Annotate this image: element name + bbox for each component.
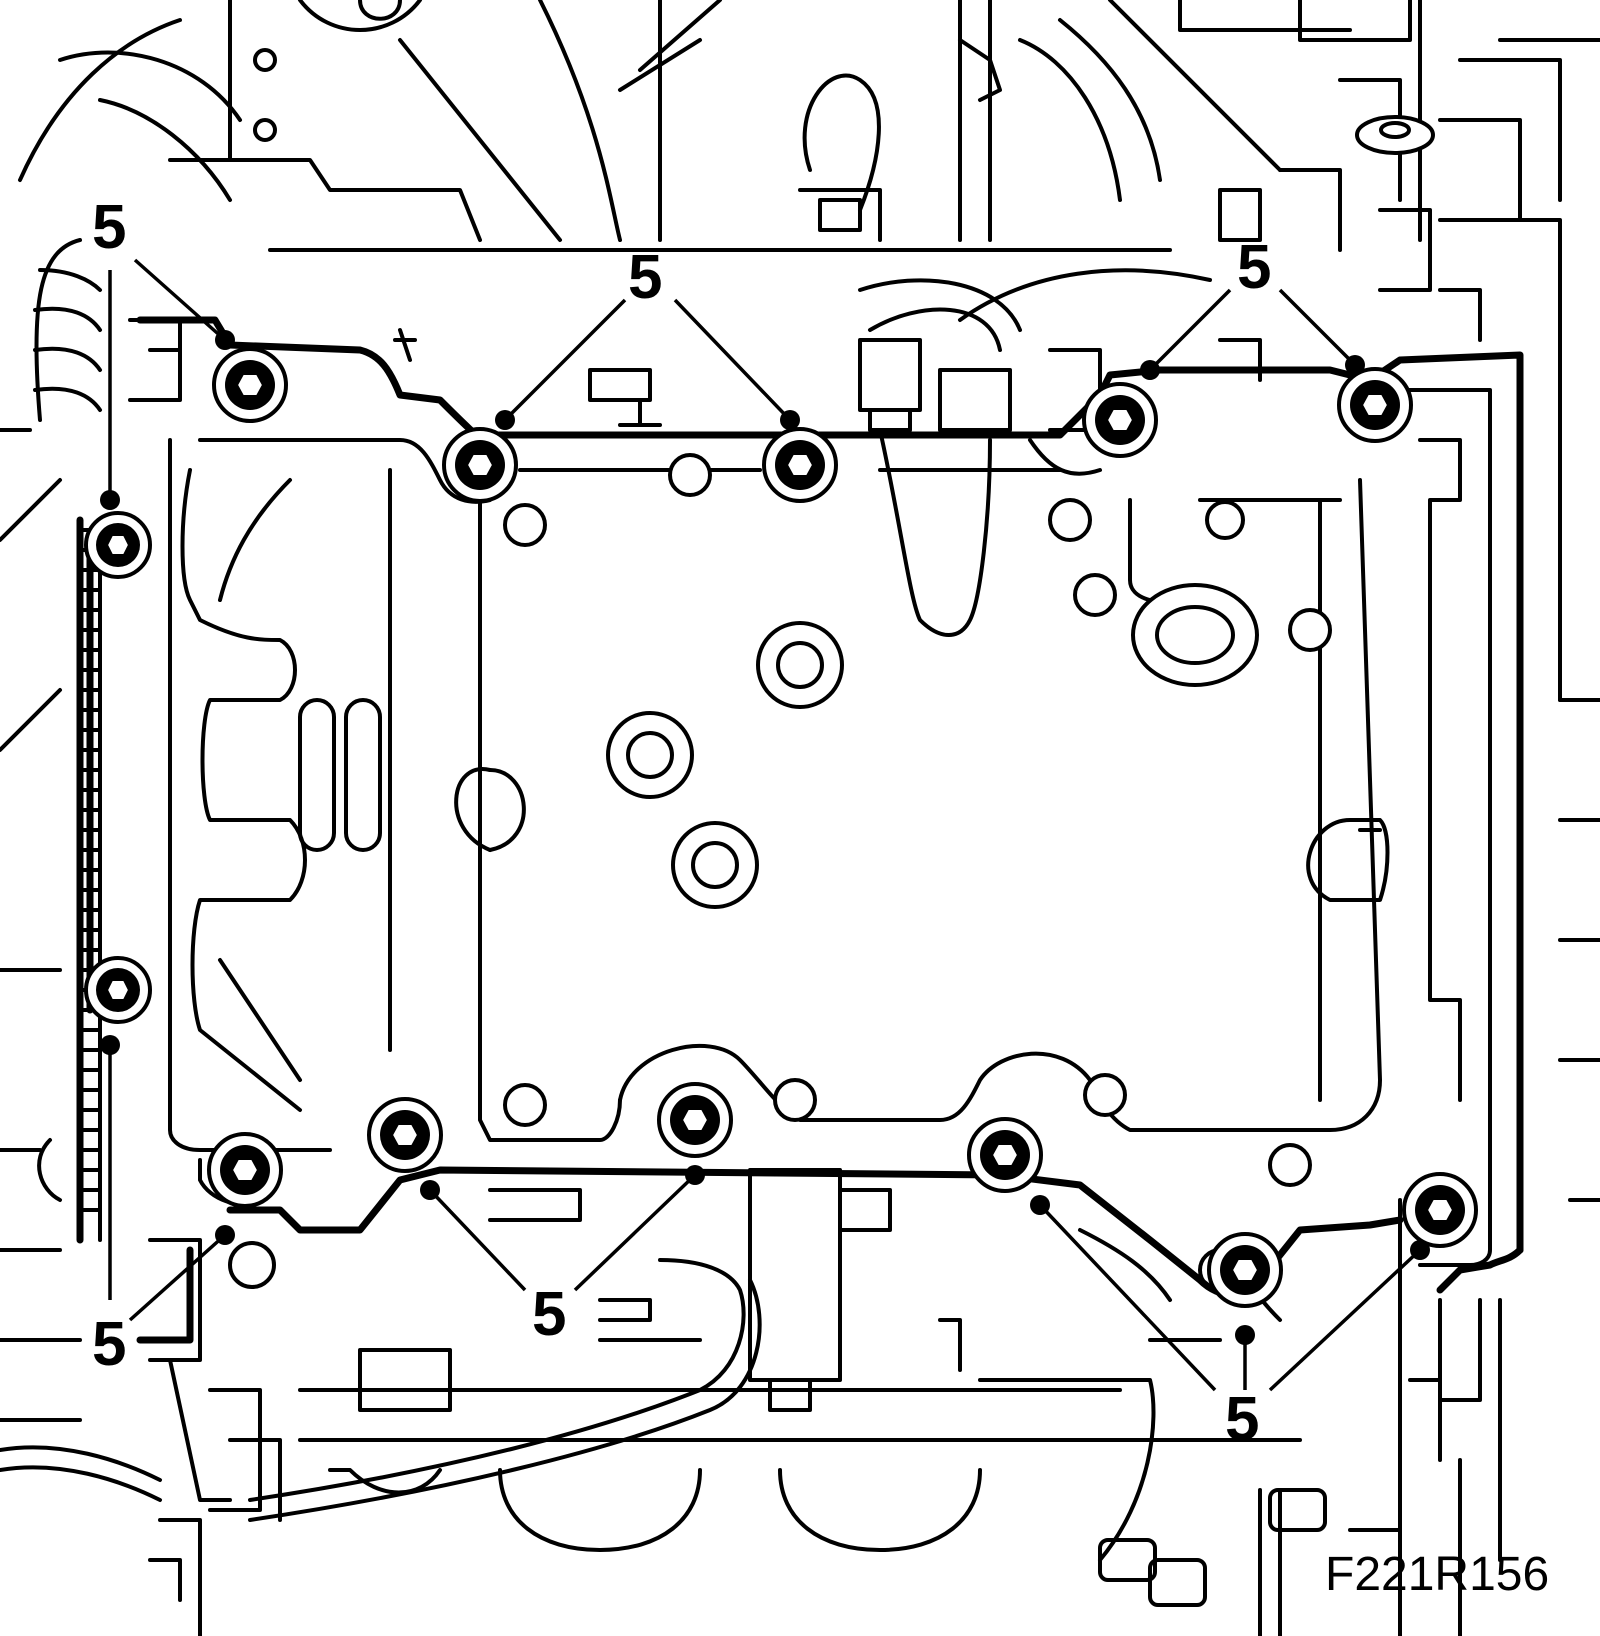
callout-leaders: [100, 258, 1430, 1392]
bolt-top-right: [1337, 367, 1413, 443]
callout-bottom-left: 5: [92, 1310, 126, 1379]
callout-bottom-center: 5: [532, 1280, 566, 1349]
callout-top-center: 5: [628, 243, 662, 312]
bolt-top-2: [442, 427, 518, 503]
bolt-bottom-4: [967, 1117, 1043, 1193]
lower-components: [0, 1168, 1502, 1636]
flywheel-ring-gear: [0, 238, 102, 1422]
bolt-bottom-5: [1207, 1232, 1283, 1308]
bolt-bottom-1: [207, 1132, 283, 1208]
bolt-left-lower: [84, 956, 152, 1024]
callout-bottom-right: 5: [1225, 1385, 1259, 1454]
bolt-top-4: [1082, 382, 1158, 458]
callout-labels: 5 5 5 5 5 5: [92, 193, 1271, 1454]
bolt-bottom-2: [367, 1097, 443, 1173]
bolt-left-upper: [84, 511, 152, 579]
bolt-bottom-right: [1402, 1172, 1478, 1248]
bolt-bottom-3: [657, 1082, 733, 1158]
oil-pan-outline: [168, 388, 1492, 1267]
bolt-top-3: [762, 427, 838, 503]
engine-background-outlines: [18, 0, 1600, 1202]
bolt-top-left: [212, 347, 288, 423]
callout-top-right: 5: [1237, 233, 1271, 302]
figure-id: F221R156: [1325, 1548, 1549, 1601]
bolts: [84, 347, 1478, 1308]
callout-top-left: 5: [92, 193, 126, 262]
